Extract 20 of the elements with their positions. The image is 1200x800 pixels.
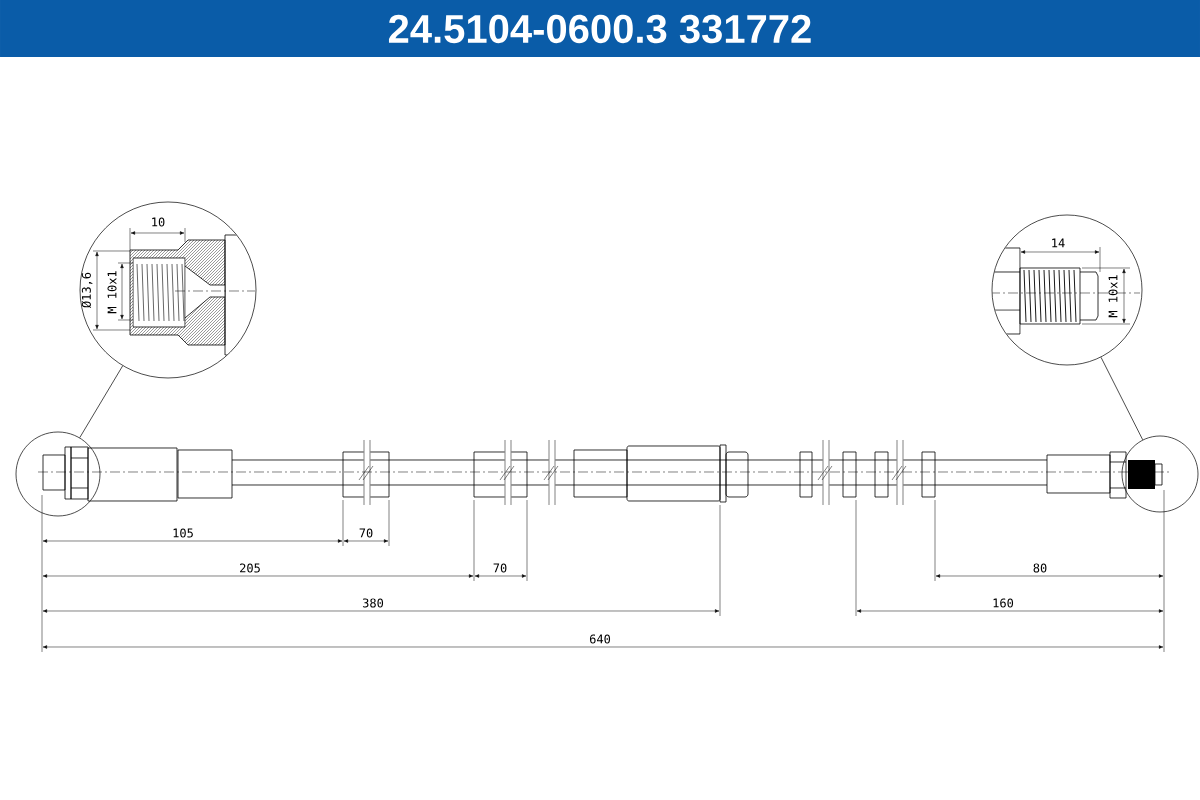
detail-marker-circle xyxy=(15,431,101,517)
dimension-label: M 10x1 xyxy=(1108,275,1118,318)
detail-circle xyxy=(991,214,1143,366)
dimension-label: 14 xyxy=(1052,238,1065,248)
dimension-label: 10 xyxy=(152,217,165,227)
leader-line xyxy=(79,365,124,438)
dimension-label: 380 xyxy=(362,598,384,608)
dimension-label: 640 xyxy=(589,634,611,644)
dimension-label: 70 xyxy=(359,528,373,538)
title-banner: 24.5104-0600.3 331772 xyxy=(0,0,1200,57)
dimension-label: 105 xyxy=(173,528,193,538)
dimension-label: 205 xyxy=(240,563,260,573)
leader-line xyxy=(1100,356,1144,441)
dimension-label: M 10x1 xyxy=(107,271,117,314)
dimension-label: Ø13,6 xyxy=(81,272,93,308)
detail-circle xyxy=(79,201,257,379)
dimension-label: 70 xyxy=(493,563,507,573)
detail-marker-circle xyxy=(1121,435,1199,513)
dimension-label: 80 xyxy=(1033,563,1047,573)
dimension-label: 160 xyxy=(993,598,1014,608)
